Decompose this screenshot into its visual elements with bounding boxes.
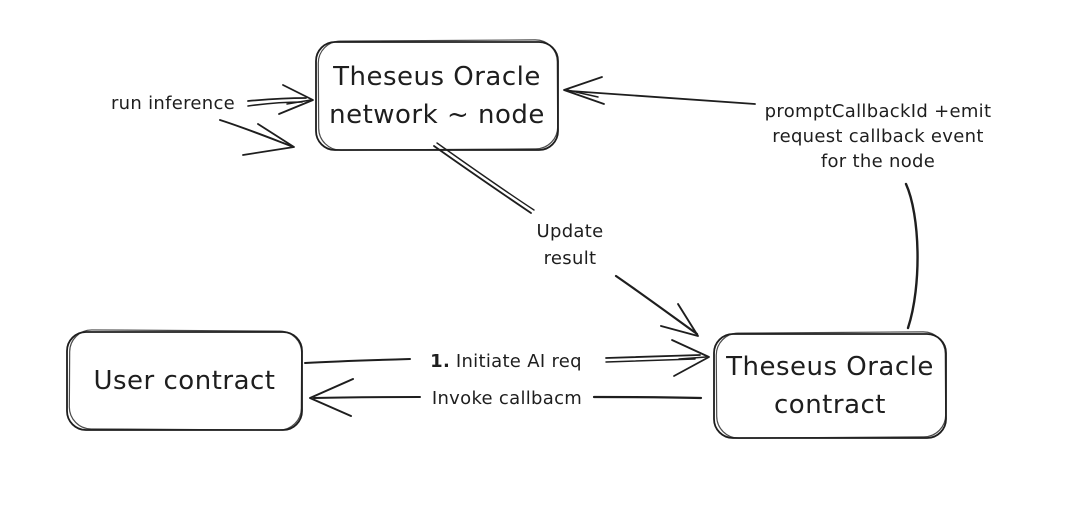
connector-contract-to-prompt-text (904, 182, 919, 330)
prompt-callback-label: promptCallbackId +emit request callback … (757, 99, 999, 174)
oracle-contract-label-line2: contract (774, 390, 886, 420)
arrow-run-inference-secondary (219, 119, 295, 156)
oracle-contract-label-line1: Theseus Oracle (726, 352, 934, 382)
update-result-label-line2: result (543, 248, 597, 269)
arrow-update-result-lower (614, 274, 699, 337)
run-inference-label: run inference (110, 93, 236, 114)
arrow-initiate-ai-req (304, 339, 710, 377)
prompt-callback-label-line2: request callback event (772, 126, 984, 147)
invoke-callback-label: Invoke callbacm (431, 388, 583, 409)
arrow-invoke-callback (309, 378, 703, 417)
prompt-callback-label-line3: for the node (820, 151, 936, 172)
initiate-step-text: Initiate AI req (455, 351, 582, 372)
prompt-callback-label-line1: promptCallbackId +emit (764, 101, 992, 122)
oracle-contract-box: Theseus Oracle contract (714, 334, 946, 438)
oracle-node-box: Theseus Oracle network ~ node (316, 42, 558, 150)
update-result-label-line1: Update (536, 221, 604, 242)
arrow-prompt-callback-to-node (563, 76, 756, 105)
oracle-contract-box-outline (713, 331, 947, 439)
update-result-label: Update result (510, 218, 630, 272)
initiate-ai-req-label: 1.Initiate AI req (406, 349, 606, 374)
user-contract-box-outline (66, 329, 303, 431)
oracle-node-label-line1: Theseus Oracle (333, 62, 541, 92)
arrow-update-result-upper (433, 142, 535, 214)
initiate-step-number: 1. (430, 351, 451, 372)
user-contract-box: User contract (67, 332, 302, 430)
oracle-node-label-line2: network ~ node (329, 100, 545, 130)
arrow-run-inference (247, 84, 314, 115)
user-contract-label: User contract (93, 366, 276, 396)
